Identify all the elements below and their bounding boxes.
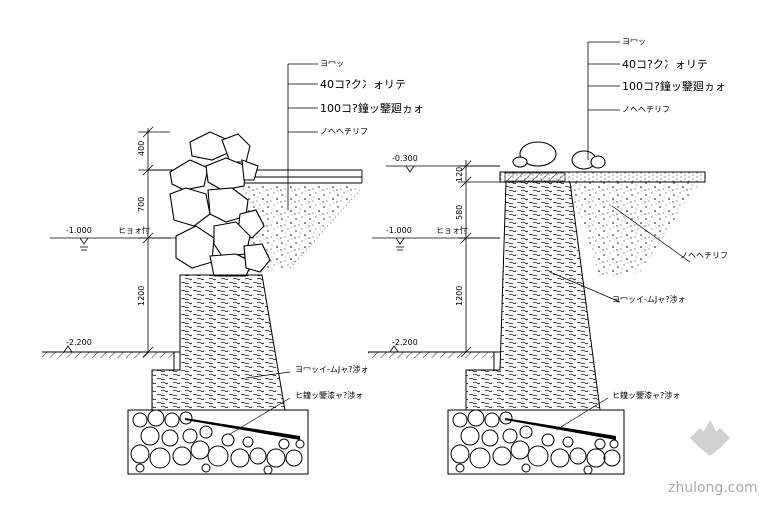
right-dim-1200: 1200 xyxy=(455,286,464,306)
right-callout-0: ヨ冖ッ xyxy=(622,37,646,46)
right-foundation-stones xyxy=(450,409,621,475)
right-ground xyxy=(368,351,500,371)
left-lower-label-0: ヨ冖ッイ-ムJャ?渉ォ xyxy=(295,364,369,374)
right-callout-3: ノヘヘチリフ xyxy=(622,105,670,114)
left-foundation-stones xyxy=(130,409,305,475)
left-callout-2: 100コ?鐘ッ鑒廻ヵォ xyxy=(320,101,424,115)
right-lower-label-0: ヒ鐘ッ鑒漆ャ?渉ォ xyxy=(612,390,680,400)
right-side-label-1: ヨ冖ッイ-ムJャ?渉ォ xyxy=(612,294,686,304)
right-foundation xyxy=(447,409,625,475)
right-callout-leader xyxy=(587,41,620,160)
left-section: 400 700 1200 -1.000 ヒョォ忖 xyxy=(42,59,424,475)
left-dim-700: 700 xyxy=(137,197,146,212)
left-lower-label-1: ヒ鐘ッ鑒漆ャ?渉ォ xyxy=(295,390,363,400)
left-rock-pile xyxy=(169,131,271,277)
right-section: 120 580 1200 -0.300 -1.000 ヒョォ忖 xyxy=(368,37,728,475)
right-boulders xyxy=(512,141,606,170)
left-dim-400: 400 xyxy=(137,141,146,156)
left-backfill xyxy=(240,185,360,272)
right-callout-1: 40コ?ク冫ォリテ xyxy=(622,58,708,71)
left-ground xyxy=(42,351,180,371)
left-callout-3: ノヘヘチリフ xyxy=(320,127,368,136)
left-foundation xyxy=(127,409,309,475)
left-dimension-line xyxy=(138,126,170,358)
left-elevation-water: -1.000 xyxy=(66,226,92,235)
right-pavement xyxy=(499,171,706,183)
right-top-level-symbol xyxy=(405,165,415,173)
right-water-symbol xyxy=(395,237,405,251)
right-dim-580: 580 xyxy=(455,205,464,220)
right-ground-symbol xyxy=(389,345,399,353)
right-water-label: ヒョォ忖 xyxy=(436,225,468,235)
right-side-label-0: ノヘヘチリフ xyxy=(680,251,728,260)
left-ground-symbol xyxy=(63,345,73,353)
left-dim-1200: 1200 xyxy=(137,286,146,306)
right-dim-120: 120 xyxy=(455,167,464,182)
left-water-symbol xyxy=(79,237,89,251)
right-callout-2: 100コ?鐘ッ鑒廻ヵォ xyxy=(622,79,726,93)
left-water-label: ヒョォ忖 xyxy=(118,225,150,235)
left-callout-leader xyxy=(287,63,318,210)
right-elevation-ground: -2.200 xyxy=(392,338,418,347)
right-elevation-top: -0.300 xyxy=(392,154,418,163)
left-elevation-ground: -2.200 xyxy=(66,338,92,347)
left-callout-0: ヨ冖ッ xyxy=(320,59,344,68)
right-backfill xyxy=(568,182,700,278)
left-callout-1: 40コ?ク冫ォリテ xyxy=(320,78,406,91)
right-elevation-water: -1.000 xyxy=(386,226,412,235)
right-dimension-line xyxy=(458,160,500,358)
watermark-logo xyxy=(690,420,730,456)
watermark-text: zhulong.com xyxy=(668,480,758,496)
